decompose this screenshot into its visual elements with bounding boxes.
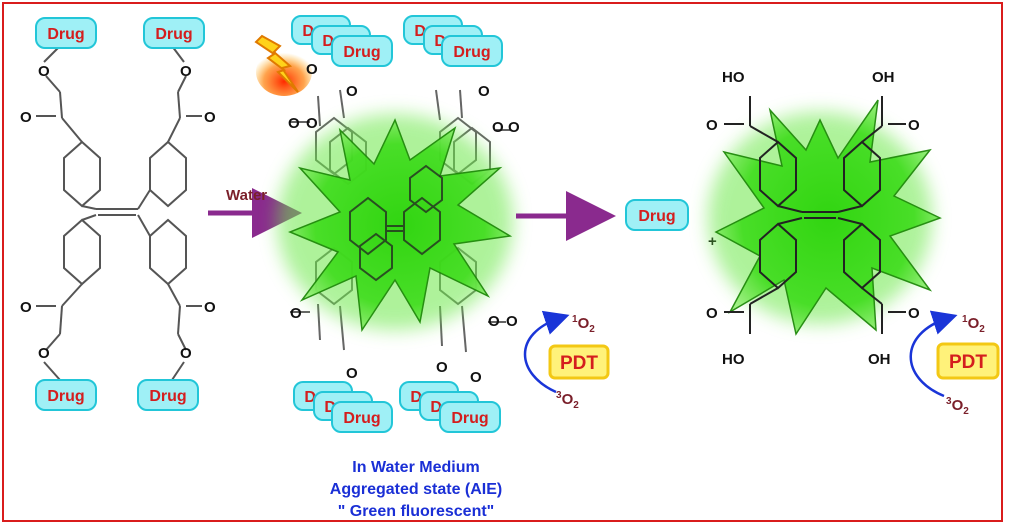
hydroxyl-label: HO — [722, 69, 745, 86]
drug-box: Drug — [35, 379, 97, 411]
released-drug-box: Drug — [625, 199, 689, 231]
drug-box: Drug — [331, 401, 393, 433]
released-tpe-labels: HO OH O O O O HO OH — [706, 69, 920, 368]
oxygen-atom: O — [508, 119, 520, 136]
oxygen-atom: O — [908, 117, 920, 134]
oxygen-atom: O — [204, 299, 216, 316]
aggregate-rings — [349, 164, 443, 282]
drug-box: Drug — [441, 35, 503, 67]
svg-text:Drug: Drug — [149, 388, 186, 405]
pdt-cycle-right: 1O2 3O2 PDT — [909, 310, 1000, 417]
oxygen-atom: O — [290, 305, 302, 322]
svg-text:Drug: Drug — [47, 26, 84, 43]
oxygen-atom: O — [20, 299, 32, 316]
svg-text:Drug: Drug — [155, 26, 192, 43]
oxygen-atom: O — [488, 313, 500, 330]
hydroxyl-label: OH — [868, 351, 891, 368]
svg-text:Drug: Drug — [451, 410, 488, 427]
oxygen-atom: O — [346, 365, 358, 382]
caption-fluorescent: " Green fluorescent" — [338, 503, 495, 520]
released-tpe-structure — [724, 96, 906, 334]
singlet-oxygen: 1O2 — [572, 314, 595, 335]
pdt-cycle-middle: 1O2 3O2 PDT — [523, 310, 610, 411]
oxygen-atom: O — [38, 345, 50, 362]
oxygen-atom: O — [478, 83, 490, 100]
svg-text:Drug: Drug — [343, 44, 380, 61]
drug-box: Drug — [439, 401, 501, 433]
hydroxyl-label: OH — [872, 69, 895, 86]
svg-text:Drug: Drug — [638, 208, 675, 225]
water-label: Water — [226, 187, 267, 204]
drug-box: Drug — [137, 379, 199, 411]
oxygen-atom: O — [908, 305, 920, 322]
caption-aggregated: Aggregated state (AIE) — [330, 481, 502, 498]
aggregate-caption: In Water Medium Aggregated state (AIE) "… — [330, 459, 502, 520]
water-arrow: Water — [208, 187, 302, 238]
oxygen-atom: O — [470, 369, 482, 386]
pdt-label: PDT — [560, 353, 598, 374]
caption-medium: In Water Medium — [352, 459, 479, 476]
oxygen-atom: O — [204, 109, 216, 126]
triplet-oxygen: 3O2 — [946, 396, 969, 417]
tpe-drug-conjugate — [36, 45, 202, 381]
left-oxygen-labels: O O O O O O O O — [20, 63, 216, 362]
oxygen-atom: O — [706, 117, 718, 134]
oxygen-atom: O — [506, 313, 518, 330]
drug-box: Drug — [143, 17, 205, 49]
drug-stack-top-right: Drug Drug Drug — [403, 15, 503, 67]
oxygen-atom: O — [20, 109, 32, 126]
oxygen-atom: O — [306, 61, 318, 78]
pdt-label: PDT — [949, 352, 987, 373]
svg-text:Drug: Drug — [47, 388, 84, 405]
oxygen-atom: O — [492, 119, 504, 136]
figure-frame — [2, 2, 1003, 522]
singlet-oxygen: 1O2 — [962, 314, 985, 335]
aie-glow — [277, 114, 513, 333]
drug-box: Drug — [35, 17, 97, 49]
drug-stack-bottom-right: Drug Drug Drug — [399, 381, 501, 433]
hydroxyl-label: HO — [722, 351, 745, 368]
triplet-oxygen: 3O2 — [556, 390, 579, 411]
oxygen-atom: O — [288, 115, 300, 132]
oxygen-atom: O — [706, 305, 718, 322]
light-bolt-icon — [254, 34, 312, 96]
oxygen-atom: O — [436, 359, 448, 376]
oxygen-atom: O — [38, 63, 50, 80]
drug-stack-bottom-left: Drug Drug Drug — [293, 381, 393, 433]
oxygen-atom: O — [346, 83, 358, 100]
drug-stack-top-left: Drug Drug Drug — [291, 15, 393, 67]
oxygen-atom: O — [180, 63, 192, 80]
svg-text:Drug: Drug — [343, 410, 380, 427]
drug-box: Drug — [331, 35, 393, 67]
svg-text:Drug: Drug — [453, 44, 490, 61]
oxygen-atom: O — [306, 115, 318, 132]
oxygen-atom: O — [180, 345, 192, 362]
aggregate-oxygens: O O O O O O O O O O O O O — [288, 61, 520, 386]
